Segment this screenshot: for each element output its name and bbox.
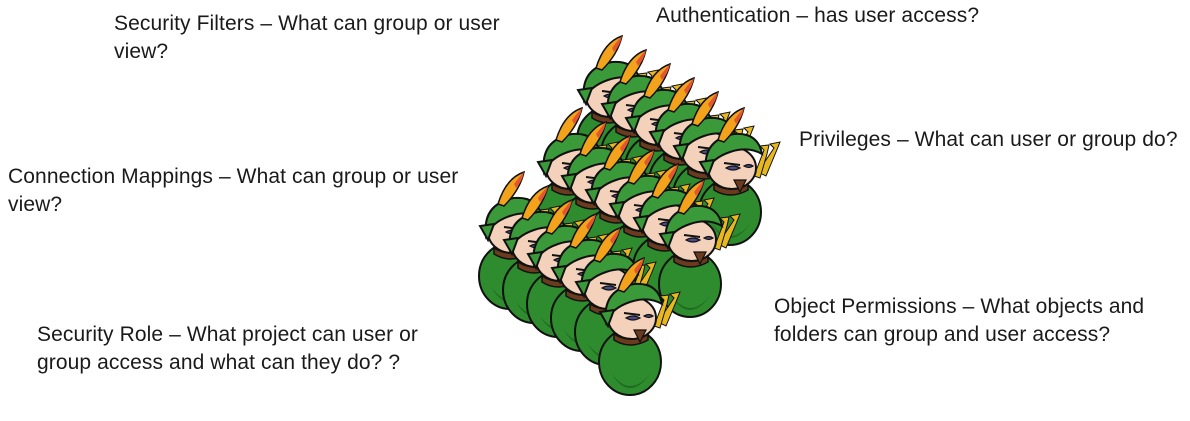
object-permissions-label: Object Permissions – What objects and fo… bbox=[774, 295, 1145, 346]
connection-mappings-label: Connection Mappings – What can group or … bbox=[8, 165, 459, 216]
security-role-label: Security Role – What project can user or… bbox=[37, 323, 418, 374]
security-filters-label: Security Filters – What can group or use… bbox=[114, 12, 500, 63]
authentication-label: Authentication – has user access? bbox=[656, 4, 980, 27]
privileges-label: Privileges – What can user or group do? bbox=[799, 128, 1178, 151]
